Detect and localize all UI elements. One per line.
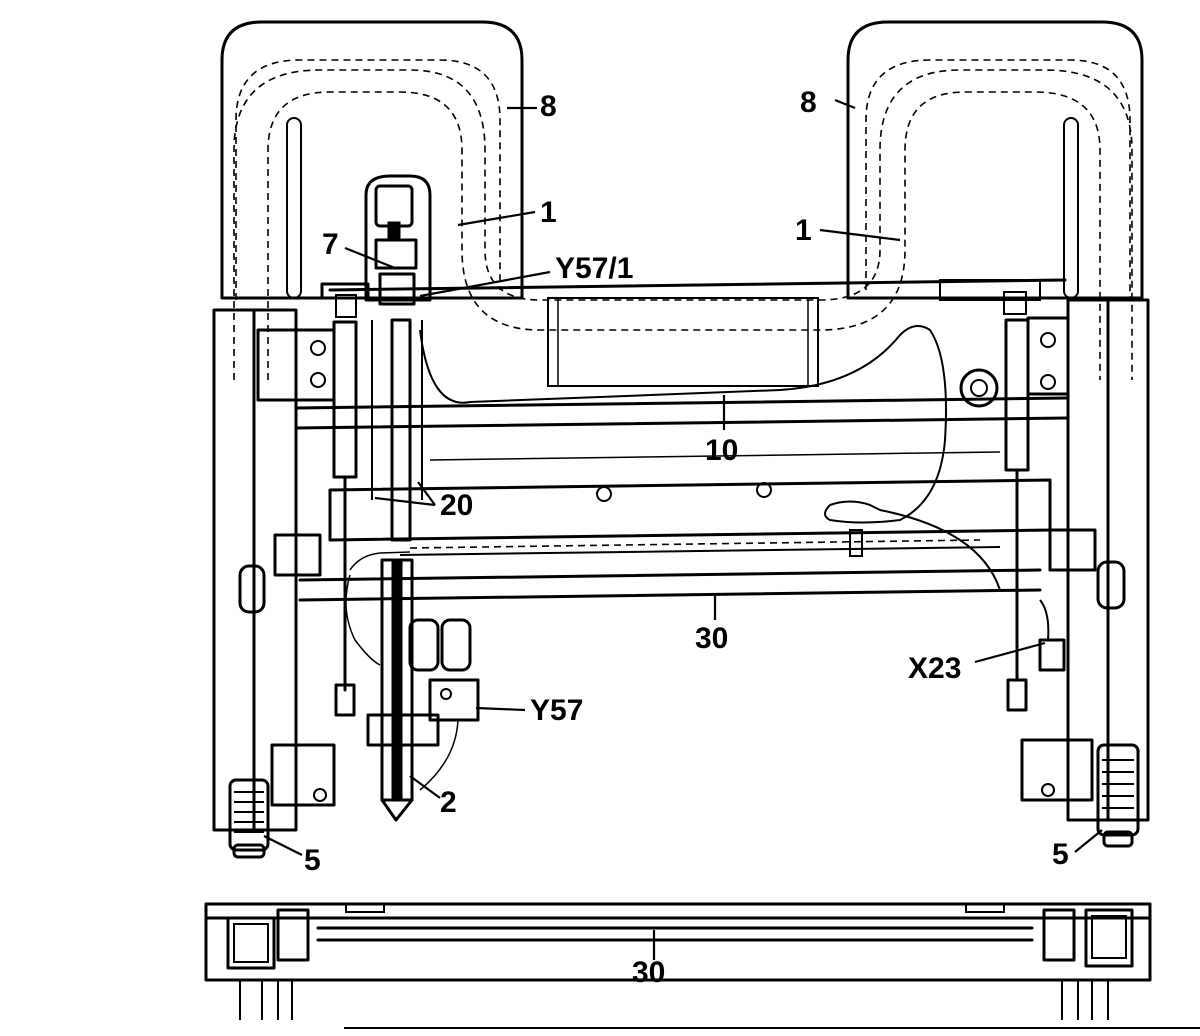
line-10 <box>345 325 1001 666</box>
label-10: 10 <box>705 434 738 467</box>
label-y57-1: Y57/1 <box>555 252 633 285</box>
spring-left <box>228 778 270 859</box>
backrest-frame <box>212 278 1150 832</box>
spring-right <box>1096 743 1140 848</box>
label-5-left: 5 <box>304 844 321 877</box>
label-1-right: 1 <box>795 214 812 247</box>
valve-y57 <box>408 618 480 791</box>
gas-strut-right <box>1003 291 1030 712</box>
label-8-left: 8 <box>540 90 557 123</box>
valve-y57-1 <box>320 174 432 306</box>
label-7: 7 <box>322 228 339 261</box>
leader-lines <box>263 98 1103 960</box>
crossbar-30 <box>298 539 1042 602</box>
label-y57: Y57 <box>530 694 583 727</box>
gas-strut-left <box>332 294 358 717</box>
label-30-bottom: 30 <box>632 956 665 989</box>
rod-2 <box>366 318 440 822</box>
label-8-right: 8 <box>800 86 817 119</box>
label-x23: X23 <box>908 652 961 685</box>
connector-x23 <box>1038 599 1066 672</box>
label-5-right: 5 <box>1052 838 1069 871</box>
headrest-left <box>220 20 524 300</box>
headrest-tube <box>233 69 1133 387</box>
label-2: 2 <box>440 786 457 819</box>
label-20: 20 <box>440 489 473 522</box>
section-view <box>204 902 1200 1029</box>
headrest-right <box>846 20 1144 300</box>
label-1-left: 1 <box>540 196 557 229</box>
label-30-top: 30 <box>695 622 728 655</box>
